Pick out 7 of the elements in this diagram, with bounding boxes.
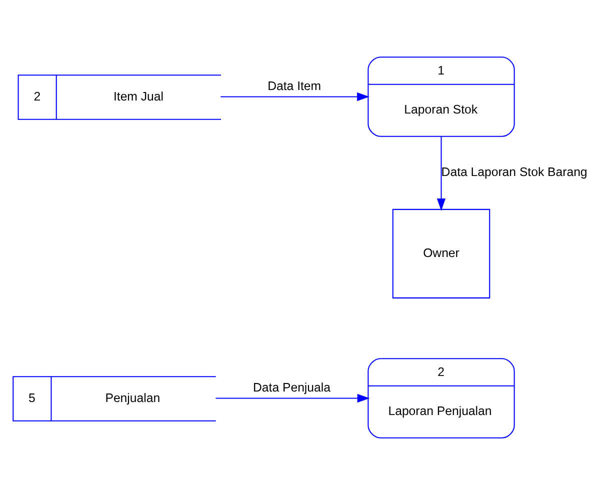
edge-label: Data Penjuala [253, 380, 330, 395]
arrow [216, 394, 370, 403]
node-box: Owner [392, 208, 490, 298]
arrow [436, 136, 446, 211]
arrow [220, 92, 370, 102]
edge-label: Data Laporan Stok Barang [441, 165, 588, 180]
edge-label: Data Item [268, 79, 322, 94]
